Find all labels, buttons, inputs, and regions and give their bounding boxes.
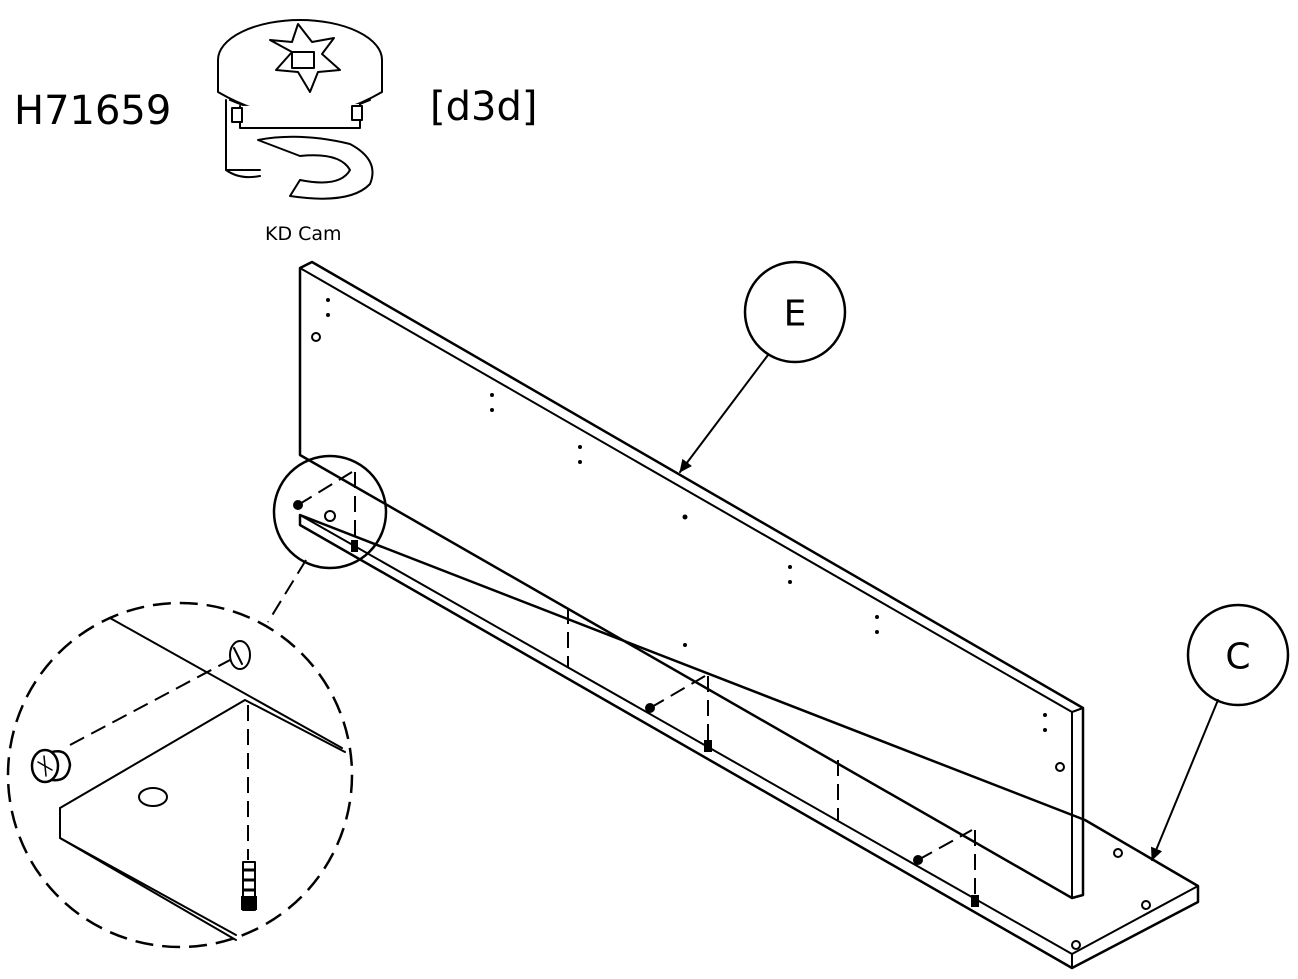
board-c — [298, 510, 1200, 970]
part-quantity: [d3d] — [430, 84, 538, 130]
cam-fitting-icon — [30, 748, 72, 784]
detail-view — [6, 601, 354, 949]
dowel-pin-icon — [241, 861, 257, 911]
part-caption: KD Cam — [265, 223, 342, 245]
callout-c-label: C — [1225, 637, 1250, 678]
callout-e-label: E — [784, 294, 807, 335]
panel-holes — [326, 298, 1047, 732]
callout-c: C — [1151, 603, 1290, 861]
board-e — [298, 260, 1085, 900]
kd-cam-icon — [217, 19, 383, 200]
callout-e: E — [679, 260, 847, 473]
detail-leader — [267, 559, 307, 623]
assembly-fasteners — [567, 608, 979, 907]
detail-marker-circle — [272, 454, 388, 570]
part-number: H71659 — [14, 88, 172, 134]
